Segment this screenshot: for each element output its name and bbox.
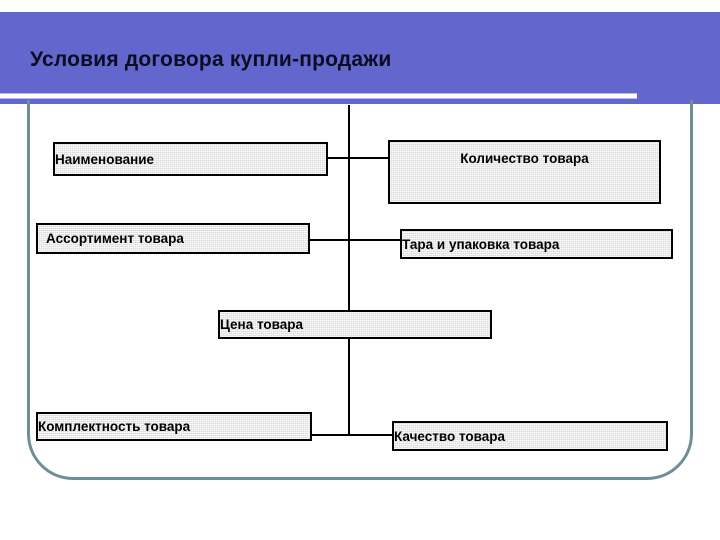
node-label: Тара и упаковка товара xyxy=(402,236,560,252)
node-naimenovanie[interactable]: Наименование xyxy=(53,142,328,176)
node-komplektnost-tovara[interactable]: Комплектность товара xyxy=(36,412,312,441)
connector-row4-left xyxy=(312,434,350,436)
connector-row1-left xyxy=(328,157,350,159)
title-band: Условия договора купли-продажи xyxy=(0,12,720,104)
node-label: Комплектность товара xyxy=(38,419,191,434)
connector-row4-right xyxy=(348,434,394,436)
connector-row2-right xyxy=(348,239,402,241)
connector-spine-vertical xyxy=(348,105,350,435)
node-kolichestvo-tovara[interactable]: Количество товара xyxy=(388,140,661,204)
node-label: Цена товара xyxy=(220,317,304,332)
connector-row2-left xyxy=(310,239,350,241)
node-label: Ассортимент товара xyxy=(46,231,184,246)
node-tara-i-upakovka-tovara[interactable]: Тара и упаковка товара xyxy=(400,229,673,259)
node-kachestvo-tovara[interactable]: Качество товара xyxy=(392,421,668,451)
node-label: Наименование xyxy=(55,151,155,167)
title-underline-rule xyxy=(0,93,637,99)
page-title: Условия договора купли-продажи xyxy=(30,48,392,71)
node-label: Количество товара xyxy=(460,151,589,166)
node-label: Качество товара xyxy=(394,428,506,444)
node-tsena-tovara[interactable]: Цена товара xyxy=(218,310,492,339)
connector-row1-right xyxy=(348,157,390,159)
node-assortiment-tovara[interactable]: Ассортимент товара xyxy=(36,223,310,254)
